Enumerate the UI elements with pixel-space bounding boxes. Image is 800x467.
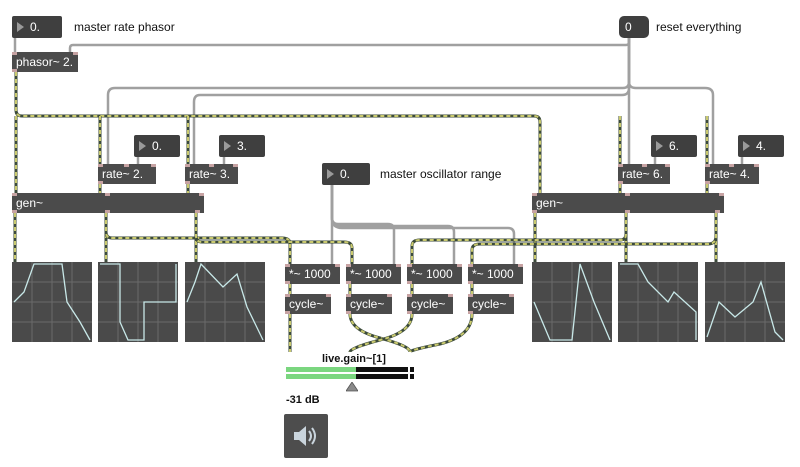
scope-trace <box>185 262 265 342</box>
scope-waveform <box>13 263 91 341</box>
speaker-icon <box>294 426 316 446</box>
rate-object-1[interactable]: rate~ 2. <box>98 164 156 184</box>
multiplier-text: *~ 1000 <box>472 267 514 281</box>
rate-text: rate~ 6. <box>622 167 664 181</box>
osc-range-number[interactable]: 0. <box>322 163 370 185</box>
signal-cord <box>408 313 474 354</box>
triangle-arrow-icon <box>327 169 334 179</box>
control-cord <box>106 38 631 164</box>
multiplier-object-4[interactable]: *~ 1000 <box>468 264 523 284</box>
triangle-arrow-icon <box>139 141 146 151</box>
triangle-arrow-icon <box>743 141 750 151</box>
osc-range-value: 0. <box>340 167 351 181</box>
rate-number-4[interactable]: 4. <box>738 135 784 157</box>
gen-text: gen~ <box>16 196 44 210</box>
cycle-text: cycle~ <box>350 297 385 311</box>
meter-divider <box>408 367 410 379</box>
reset-comment: reset everything <box>656 20 742 34</box>
control-cord <box>68 38 631 52</box>
rate-object-2[interactable]: rate~ 3. <box>185 164 238 184</box>
cycle-object-4[interactable]: cycle~ <box>468 294 514 314</box>
rate-number-1[interactable]: 0. <box>134 135 180 157</box>
scope-5 <box>618 262 698 342</box>
reset-message[interactable]: 0 <box>619 16 649 38</box>
rate-text: rate~ 3. <box>189 167 231 181</box>
meter-track-top <box>286 367 414 372</box>
phasor-text: phasor~ 2. <box>16 55 74 69</box>
scope-waveform <box>186 262 264 341</box>
signal-cord-dash <box>349 313 411 353</box>
multiplier-object-1[interactable]: *~ 1000 <box>285 264 340 284</box>
signal-cord-dash <box>411 213 627 264</box>
rate-number-value: 4. <box>756 139 767 153</box>
gen-object-1[interactable]: gen~ <box>12 193 204 213</box>
multiplier-object-3[interactable]: *~ 1000 <box>407 264 462 284</box>
rate-object-4[interactable]: rate~ 4. <box>705 164 759 184</box>
multiplier-text: *~ 1000 <box>289 267 331 281</box>
signal-cord <box>410 213 628 264</box>
rate-number-3[interactable]: 6. <box>651 135 697 157</box>
scope-trace <box>532 262 612 342</box>
scope-waveform <box>100 263 177 341</box>
scope-waveform <box>620 263 697 340</box>
scope-1 <box>12 262 92 342</box>
gen-object-2[interactable]: gen~ <box>532 193 724 213</box>
master-rate-comment: master rate phasor <box>74 20 175 34</box>
signal-cord-dash <box>349 313 413 353</box>
signal-cord-dash <box>195 213 353 264</box>
meter-track-bottom <box>286 374 414 379</box>
triangle-arrow-icon <box>224 141 231 151</box>
triangle-arrow-icon <box>17 22 24 32</box>
cycle-text: cycle~ <box>472 297 507 311</box>
live-gain-label: live.gain~[1] <box>322 353 386 365</box>
scope-6 <box>705 262 785 342</box>
cycle-object-1[interactable]: cycle~ <box>285 294 331 314</box>
scope-waveform <box>706 279 784 341</box>
live-gain-meter[interactable] <box>286 367 416 381</box>
signal-cord-dash <box>15 72 541 193</box>
scope-3 <box>185 262 265 342</box>
scope-trace <box>618 262 698 342</box>
rate-number-value: 3. <box>237 139 248 153</box>
rate-text: rate~ 2. <box>102 167 144 181</box>
gen-text: gen~ <box>536 196 564 210</box>
scope-4 <box>532 262 612 342</box>
rate-number-value: 0. <box>152 139 163 153</box>
live-gain-value: -31 dB <box>286 394 320 406</box>
meter-fill <box>286 367 357 372</box>
triangle-arrow-icon <box>656 141 663 151</box>
master-rate-number[interactable]: 0. <box>12 16 62 38</box>
signal-cord-dash <box>409 313 473 353</box>
cycle-text: cycle~ <box>411 297 446 311</box>
cycle-object-3[interactable]: cycle~ <box>407 294 453 314</box>
ezdac-button[interactable] <box>284 414 328 458</box>
rate-object-3[interactable]: rate~ 6. <box>618 164 670 184</box>
scope-trace <box>98 262 178 342</box>
signal-cord-dash <box>471 213 717 264</box>
rate-number-value: 6. <box>669 139 680 153</box>
rate-number-2[interactable]: 3. <box>219 135 265 157</box>
cycle-text: cycle~ <box>289 297 324 311</box>
multiplier-object-2[interactable]: *~ 1000 <box>346 264 401 284</box>
control-cord <box>330 185 516 264</box>
multiplier-text: *~ 1000 <box>411 267 453 281</box>
phasor-object[interactable]: phasor~ 2. <box>12 52 78 72</box>
scope-waveform <box>533 263 611 341</box>
control-cord <box>330 185 396 264</box>
cycle-object-2[interactable]: cycle~ <box>346 294 392 314</box>
meter-fill <box>286 374 357 379</box>
gain-slider-handle-icon[interactable] <box>346 382 358 392</box>
scope-trace <box>705 262 785 342</box>
multiplier-text: *~ 1000 <box>350 267 392 281</box>
rate-text: rate~ 4. <box>709 167 751 181</box>
osc-range-comment: master oscillator range <box>380 167 502 181</box>
scope-trace <box>12 262 92 342</box>
scope-2 <box>98 262 178 342</box>
master-rate-value: 0. <box>30 20 41 34</box>
control-cord <box>627 38 715 164</box>
